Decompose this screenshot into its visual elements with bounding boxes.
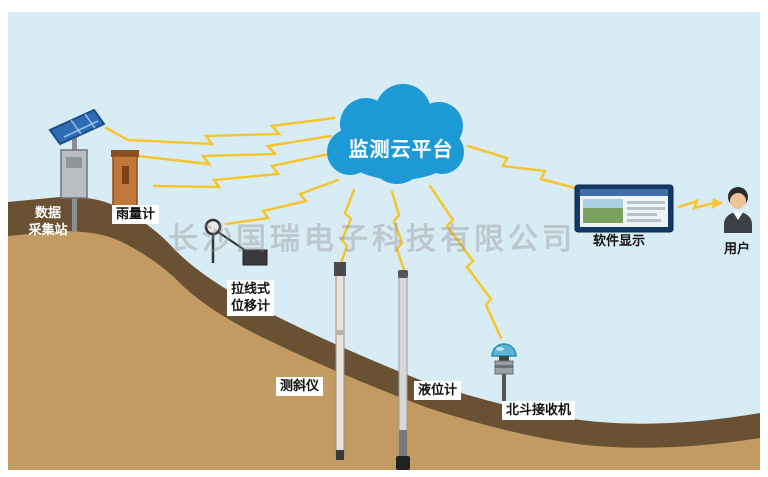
inclinometer-tip	[336, 450, 344, 460]
rain-gauge-slot	[122, 166, 129, 184]
station-cabinet-panel	[66, 157, 82, 168]
lightning-bolt-left-lower	[152, 152, 331, 189]
displacement-label: 拉线式 位移计	[227, 280, 275, 316]
user-collar	[733, 212, 743, 220]
station-label: 数据 采集站	[28, 205, 68, 237]
company-watermark: 长沙国瑞电子科技有限公司	[168, 223, 576, 256]
beidou-neck	[499, 356, 509, 361]
monitor-text-line	[627, 213, 657, 216]
monitor-text-line	[627, 201, 665, 204]
monitor-icon	[574, 184, 674, 233]
level-meter-sensor	[396, 456, 410, 470]
inclinometer-joint	[336, 330, 344, 335]
monitor-text-line	[627, 207, 665, 210]
lightning-bolt-monitor-to-user	[677, 198, 716, 210]
lightning-bolt-to-inclinometer	[339, 188, 356, 265]
level-meter-icon	[396, 270, 410, 470]
beidou-box-stripe	[495, 365, 513, 368]
beidou-dome-highlight	[496, 347, 504, 351]
displacement-anchor-box	[242, 249, 268, 266]
monitor-screen-header	[580, 189, 668, 196]
user-body	[724, 212, 752, 233]
inclinometer-cap	[334, 262, 346, 276]
solar-panel	[48, 108, 106, 146]
arrowhead-to-user	[712, 198, 723, 209]
user-face	[730, 193, 746, 209]
beidou-label: 北斗接收机	[502, 401, 576, 420]
beidou-pole	[502, 374, 506, 404]
inclinometer-label: 测斜仪	[276, 377, 324, 396]
rain-gauge-label: 雨量计	[112, 205, 160, 224]
monitor-photo-sky	[583, 199, 623, 208]
displacement-meter-icon	[204, 218, 268, 266]
solar-station-icon	[48, 108, 106, 232]
soil-light-layer	[8, 231, 760, 470]
lightning-bolt-to-level-meter	[390, 190, 406, 272]
lightning-bolt-to-solar	[104, 116, 336, 146]
level-meter-cap	[398, 270, 408, 278]
user-icon	[724, 187, 752, 233]
lightning-bolt-to-beidou	[428, 184, 503, 340]
user-label: 用户	[724, 241, 751, 256]
lightning-bolt-to-rain-gauge	[136, 134, 333, 166]
cloud-platform-label: 监测云平台	[348, 139, 454, 161]
beidou-dome	[491, 343, 517, 357]
inclinometer-rod	[335, 267, 345, 459]
solar-panel-grid	[70, 119, 82, 135]
lightning-bolt-to-monitor	[466, 144, 581, 191]
inclinometer-icon	[334, 262, 346, 460]
cloud-icon	[327, 84, 464, 184]
rain-gauge-icon	[111, 150, 139, 207]
monitor-text-line	[627, 219, 661, 222]
lightning-bolt-to-displacement	[224, 178, 340, 226]
level-meter-lower	[399, 430, 407, 458]
level-meter-label: 液位计	[414, 381, 462, 400]
beidou-receiver-icon	[491, 343, 517, 404]
solar-panel-grid	[84, 113, 96, 129]
displacement-pulley	[204, 218, 222, 236]
cloud-base	[343, 124, 455, 180]
software-display-label: 软件显示	[593, 233, 646, 248]
rain-gauge-rim	[111, 150, 139, 157]
